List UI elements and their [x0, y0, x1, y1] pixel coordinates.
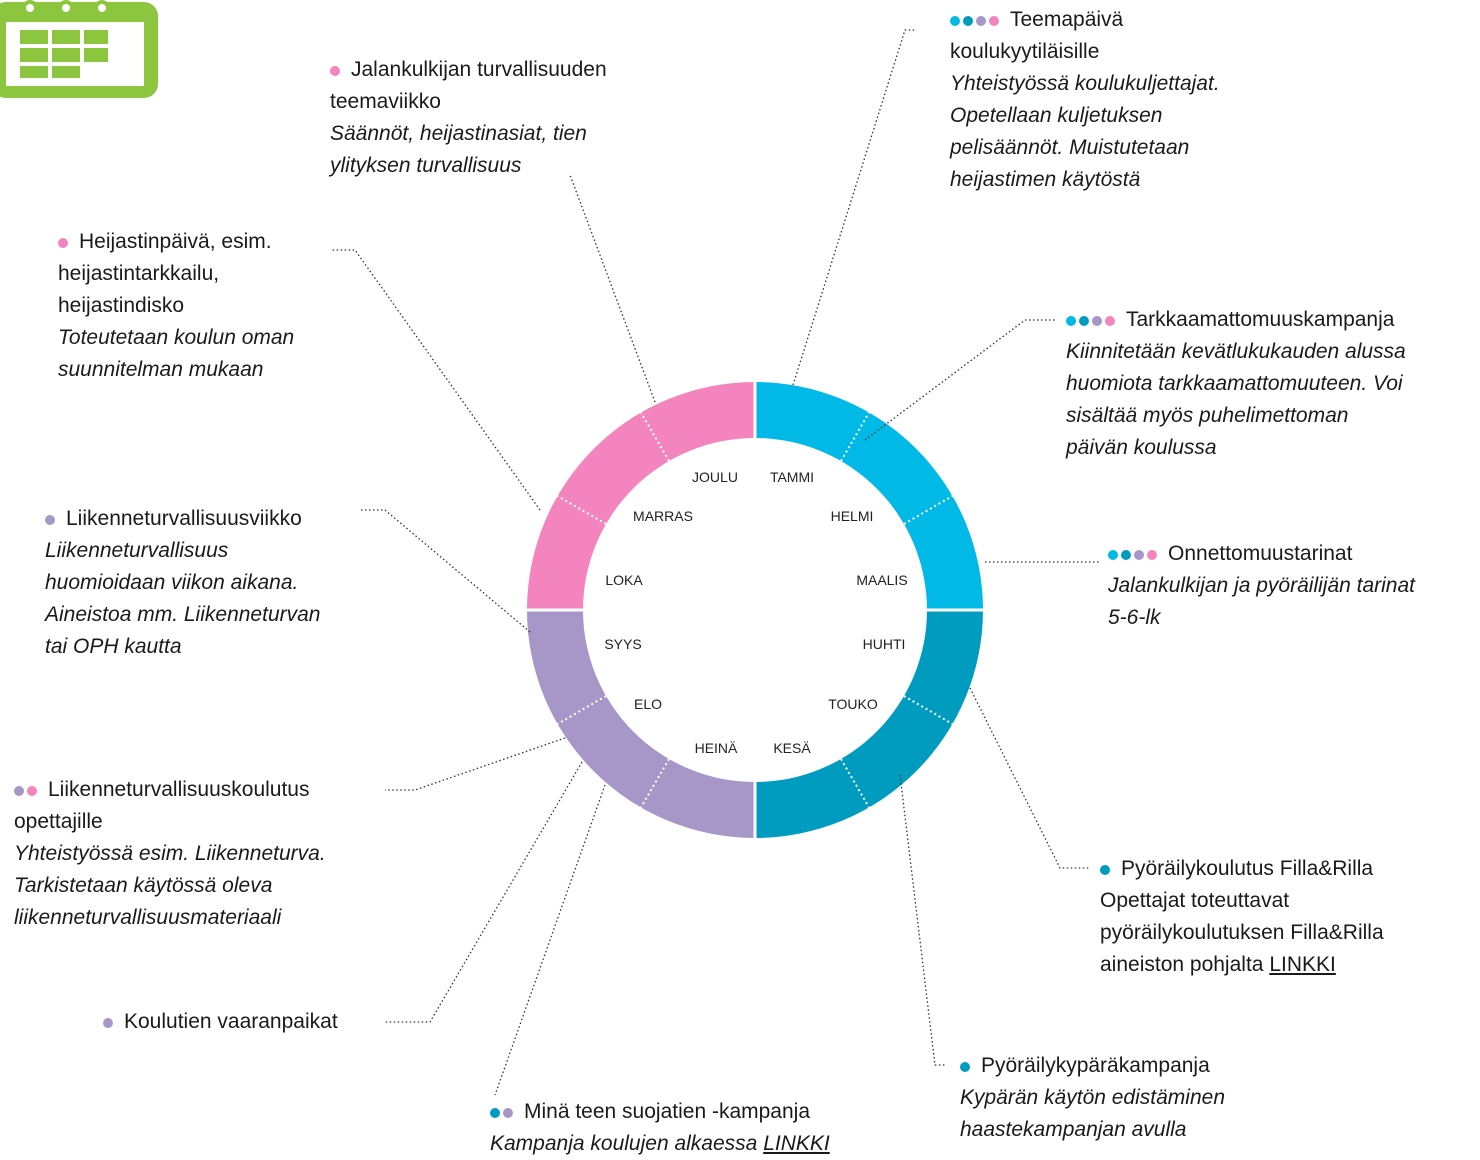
category-dot-cyan [1108, 549, 1118, 560]
leader-lines [330, 29, 1100, 1096]
month-divider [557, 495, 607, 525]
quarter-autumn [527, 610, 755, 838]
category-dots [1100, 853, 1113, 885]
month-label-elo: ELO [634, 696, 662, 712]
month-divider [640, 758, 670, 808]
note-fillarilla: Pyöräilykoulutus Filla&Rilla Opettajat t… [1100, 853, 1460, 981]
category-dot-pink [58, 237, 68, 248]
category-dot-purple [45, 514, 55, 525]
month-divider [557, 695, 607, 725]
category-dots [960, 1050, 973, 1082]
leader-tarkkaamattomuus [864, 319, 1055, 441]
note-vaaranpaikat: Koulutien vaaranpaikat [103, 1006, 393, 1038]
category-dot-pink [989, 15, 999, 26]
category-dots [14, 774, 40, 806]
leader-fillarilla [969, 687, 1090, 869]
month-divider [903, 695, 953, 725]
month-labels: TAMMI HELMI MAALIS HUHTI TOUKO KESÄ HEINÄ ELO SY… [604, 469, 907, 756]
leader-vaaranpaikat [385, 761, 583, 1023]
month-divider [840, 758, 870, 808]
note-onnettomuus: Onnettomuustarinat Jalankulkijan ja pyör… [1108, 538, 1480, 634]
year-ring [525, 380, 985, 840]
category-dots [45, 503, 58, 535]
category-dot-purple [503, 1107, 513, 1118]
category-dot-teal [1079, 315, 1089, 326]
leader-teemapaiva [792, 29, 915, 386]
category-dots [330, 54, 343, 86]
category-dot-teal [490, 1107, 500, 1118]
month-divider [903, 495, 953, 525]
note-suojatie: Minä teen suojatien -kampanja Kampanja k… [490, 1096, 910, 1160]
category-dot-pink [1147, 549, 1157, 560]
category-dots [58, 226, 71, 258]
category-dot-pink [27, 785, 37, 796]
note-viikko: Liikenneturvallisuusviikko Liikenneturva… [45, 503, 375, 663]
quarter-summer [755, 610, 983, 838]
month-label-marras: MARRAS [633, 508, 693, 524]
quarter-winter [527, 382, 755, 610]
category-dots [1108, 538, 1160, 570]
month-divider [840, 412, 870, 462]
fillarilla-link[interactable]: LINKKI [1269, 953, 1336, 977]
leader-viikko [360, 509, 531, 633]
category-dot-teal [960, 1061, 970, 1072]
note-tarkkaamattomuus: Tarkkaamattomuuskampanja Kiinnitetään ke… [1066, 304, 1478, 464]
calendar-icon [0, 0, 158, 98]
month-label-kesä: KESÄ [773, 740, 811, 756]
category-dot-purple [976, 15, 986, 26]
month-label-maalis: MAALIS [856, 572, 907, 588]
leader-heijastinpaiva [330, 249, 541, 511]
month-label-syys: SYYS [604, 636, 641, 652]
leader-koulutus [385, 737, 566, 791]
note-kyparakampanja: Pyöräilykypäräkampanja Kypärän käytön ed… [960, 1050, 1300, 1146]
leader-teemaviikko [569, 174, 656, 403]
category-dot-purple [1092, 315, 1102, 326]
note-koulutus: Liikenneturvallisuuskoulutus opettajille… [14, 774, 394, 934]
month-label-heinä: HEINÄ [695, 740, 738, 756]
category-dot-purple [1134, 549, 1144, 560]
category-dot-cyan [1066, 315, 1076, 326]
category-dot-cyan [950, 15, 960, 26]
category-dot-pink [330, 65, 340, 76]
month-divider [640, 412, 670, 462]
leader-kyparakampanja [899, 774, 945, 1066]
month-label-joulu: JOULU [692, 469, 738, 485]
note-teemapaiva: Teemapäivä koulukyytiläisille Yhteistyös… [950, 4, 1280, 196]
month-label-touko: TOUKO [828, 696, 878, 712]
month-label-loka: LOKA [605, 572, 643, 588]
month-label-helmi: HELMI [831, 508, 874, 524]
suojatie-link[interactable]: LINKKI [763, 1132, 830, 1156]
month-label-huhti: HUHTI [863, 636, 906, 652]
category-dots [103, 1006, 116, 1038]
month-label-tammi: TAMMI [770, 469, 814, 485]
leader-suojatie [494, 784, 606, 1096]
category-dot-purple [103, 1017, 113, 1028]
category-dots [950, 4, 1002, 36]
note-heijastinpaiva: Heijastinpäivä, esim. heijastintarkkailu… [58, 226, 358, 386]
category-dot-teal [963, 15, 973, 26]
category-dot-purple [14, 785, 24, 796]
category-dot-pink [1105, 315, 1115, 326]
category-dot-teal [1100, 864, 1110, 875]
category-dots [490, 1096, 516, 1128]
category-dot-teal [1121, 549, 1131, 560]
quarter-spring [755, 382, 983, 610]
note-teemaviikko: Jalankulkijan turvallisuuden teemaviikko… [330, 54, 690, 182]
category-dots [1066, 304, 1118, 336]
